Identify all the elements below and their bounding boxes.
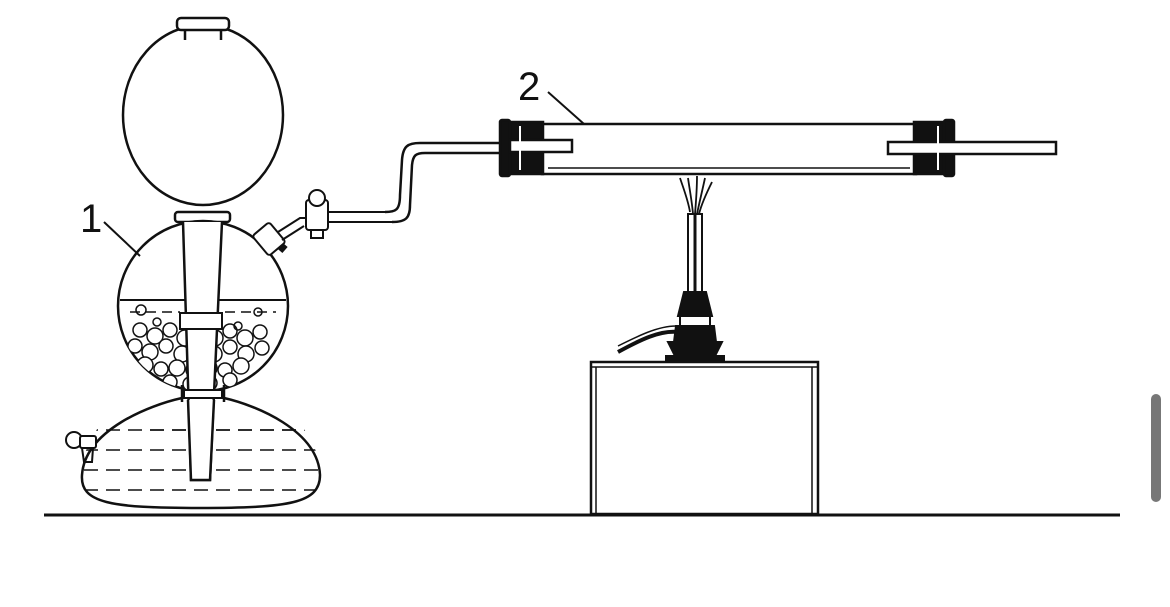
burner-stand (589, 360, 820, 516)
right-rubber-stopper (886, 118, 1058, 178)
kipp-apparatus (65, 16, 392, 510)
bottom-reservoir (80, 396, 322, 510)
label-2-group: 2 (518, 65, 585, 125)
top-stopper-neck (175, 16, 231, 32)
top-reservoir-bulb (121, 23, 285, 207)
drain-tap (65, 431, 97, 463)
gas-hose (617, 329, 679, 354)
label-tube-2: 2 (518, 65, 540, 109)
spirit-burner (617, 175, 725, 363)
gas-delivery-tube (384, 141, 505, 214)
left-rubber-stopper (498, 118, 574, 178)
label-apparatus-1: 1 (80, 197, 102, 241)
burner-flame (679, 175, 713, 215)
vertical-scrollbar-thumb[interactable] (1151, 394, 1161, 502)
horizontal-reaction-tube (498, 118, 1058, 178)
gas-outlet-stopcock (252, 189, 392, 256)
label-1-group: 1 (80, 197, 141, 257)
